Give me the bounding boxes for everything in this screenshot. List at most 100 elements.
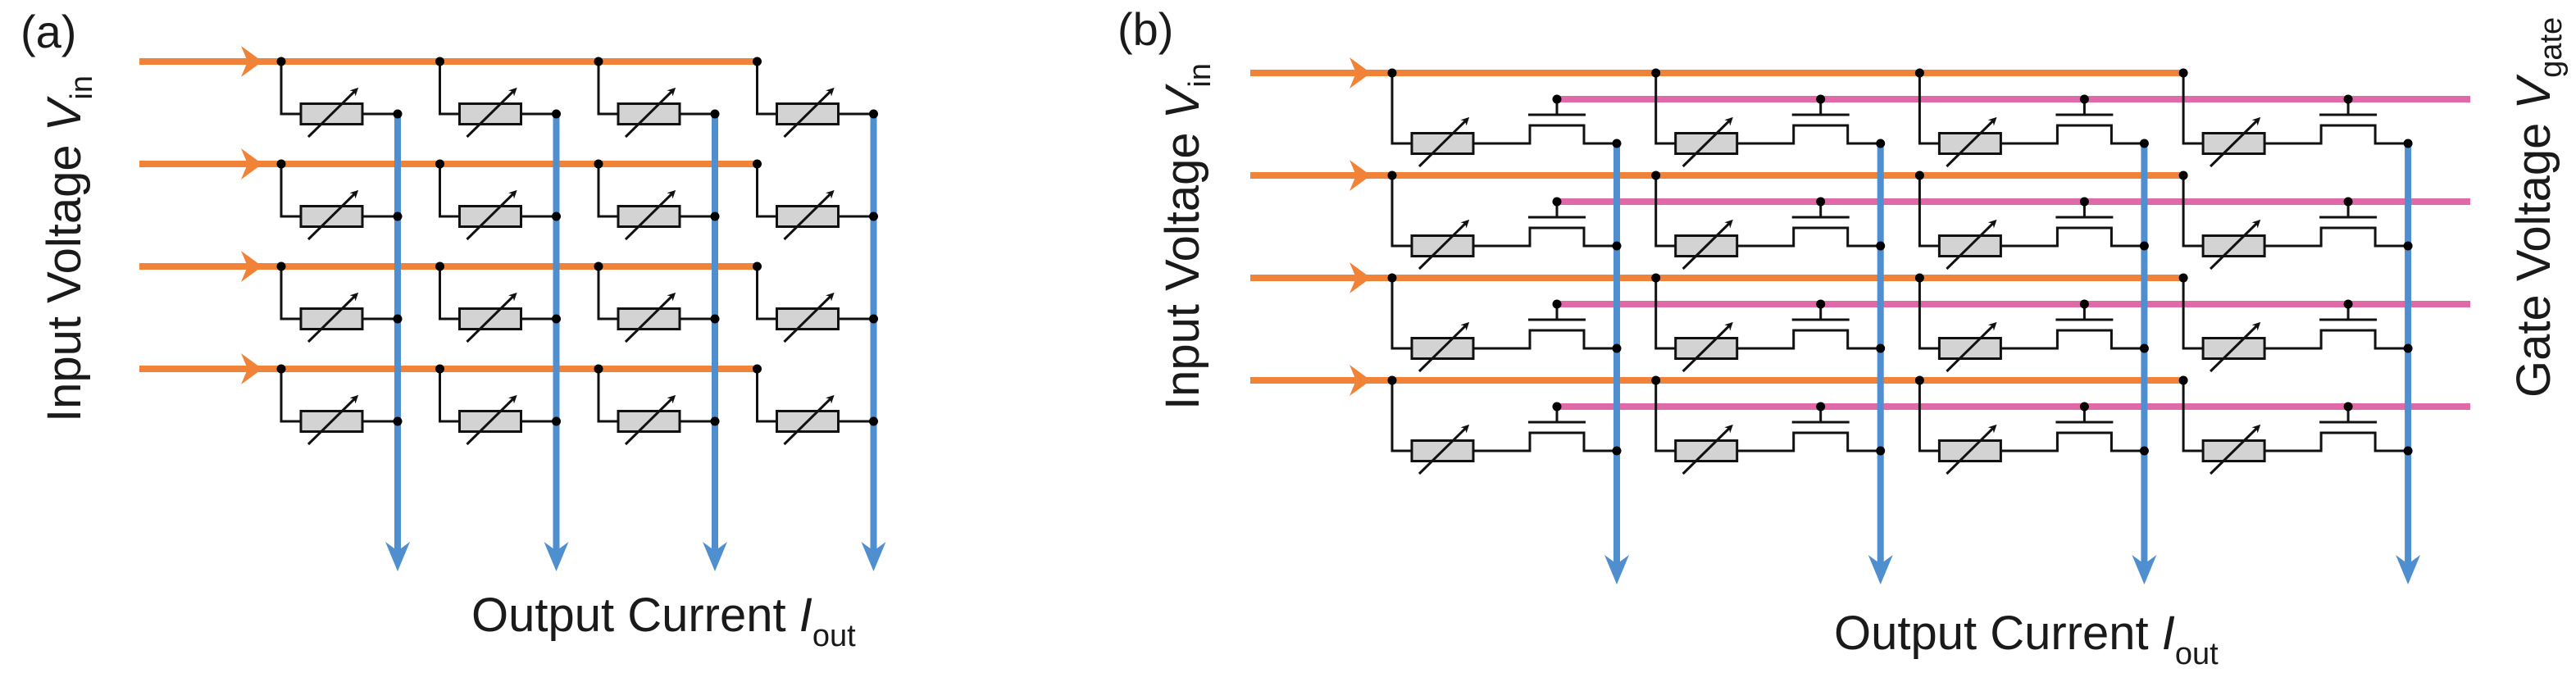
output-arrow-icon xyxy=(703,542,727,571)
gate-node xyxy=(2343,197,2353,207)
junction-node xyxy=(869,314,878,324)
junction-node xyxy=(2178,375,2188,385)
transistor-channel xyxy=(2264,431,2409,452)
cell-wire xyxy=(439,164,460,218)
memristor xyxy=(776,189,840,241)
transistor-icon xyxy=(1473,94,1617,145)
transistor-icon xyxy=(1473,197,1617,248)
junction-node xyxy=(2403,446,2413,456)
transistor-channel xyxy=(1736,329,1881,350)
output-arrow-icon xyxy=(861,542,886,571)
cell-wire xyxy=(2182,278,2204,350)
junction-node xyxy=(552,416,561,426)
memristor xyxy=(1410,219,1475,271)
transistor-icon xyxy=(2264,94,2409,145)
cell-wire xyxy=(1390,278,1412,350)
junction-node xyxy=(2403,139,2413,148)
variable-arrow-icon xyxy=(783,394,835,446)
junction-node xyxy=(2139,446,2149,456)
variable-arrow-icon xyxy=(1418,116,1470,168)
variable-arrow-icon xyxy=(624,189,676,241)
transistor-channel xyxy=(2000,329,2145,350)
memristor xyxy=(1937,219,2002,271)
junction-node xyxy=(435,364,444,374)
gate-node xyxy=(2079,402,2089,411)
memristor xyxy=(776,394,840,446)
transistor-channel xyxy=(2264,124,2409,145)
memristor xyxy=(299,87,364,139)
output-arrow-icon xyxy=(2396,555,2421,584)
junction-node xyxy=(1612,446,1622,456)
junction-node xyxy=(1914,68,1924,78)
junction-node xyxy=(276,364,286,374)
panel-b-label: (b) xyxy=(1117,3,1173,55)
crossbar-cell xyxy=(1654,175,1881,271)
junction-node xyxy=(1387,375,1397,385)
junction-node xyxy=(710,109,720,119)
variable-arrow-icon xyxy=(466,292,517,343)
gate-node xyxy=(1816,94,1826,104)
variable-arrow-icon xyxy=(466,87,517,139)
panel-b-input-voltage-label: Input Voltage Vin xyxy=(1156,63,1217,410)
resistor-body xyxy=(776,410,840,433)
cell-wire xyxy=(597,369,618,423)
memristor xyxy=(2201,424,2266,475)
cell-wire xyxy=(1918,175,1940,248)
junction-node xyxy=(276,57,286,66)
junction-node xyxy=(869,416,878,426)
variable-arrow-icon xyxy=(307,292,359,343)
junction-node xyxy=(2178,170,2188,180)
variable-arrow-icon xyxy=(466,189,517,241)
junction-node xyxy=(594,364,603,374)
cell-wire xyxy=(280,164,301,218)
crossbar-cell xyxy=(756,61,874,139)
panel-a: (a) Input Voltage Vin Output Current Iou… xyxy=(20,6,886,653)
memristor xyxy=(2201,116,2266,168)
junction-node xyxy=(1612,343,1622,353)
junction-node xyxy=(552,109,561,119)
junction-node xyxy=(1876,139,1886,148)
crossbar-cell xyxy=(1918,278,2145,373)
variable-arrow-icon xyxy=(1418,424,1470,475)
output-arrow-icon xyxy=(1604,555,1629,584)
transistor-icon xyxy=(2264,402,2409,452)
crossbar-cell xyxy=(1654,278,1881,373)
junction-node xyxy=(276,261,286,271)
output-arrow-icon xyxy=(2132,555,2157,584)
variable-arrow-icon xyxy=(1682,219,1733,271)
resistor-body xyxy=(299,205,364,228)
crossbar-cell xyxy=(439,61,557,139)
crossbar-cell xyxy=(756,266,874,343)
crossbar-cell xyxy=(2182,73,2409,168)
variable-arrow-icon xyxy=(1946,424,1997,475)
cell-wire xyxy=(439,61,460,116)
junction-node xyxy=(1914,375,1924,385)
crossbar-cell xyxy=(439,369,557,446)
gate-node xyxy=(1552,197,1562,207)
crossbar-cell xyxy=(439,164,557,241)
variable-arrow-icon xyxy=(1946,116,1997,168)
variable-arrow-icon xyxy=(783,87,835,139)
junction-node xyxy=(435,57,444,66)
memristor xyxy=(1410,116,1475,168)
cell-wire xyxy=(280,61,301,116)
junction-node xyxy=(435,261,444,271)
input-arrow-icon xyxy=(1349,262,1371,293)
junction-node xyxy=(869,109,878,119)
cell-wire xyxy=(439,266,460,321)
input-arrow-icon xyxy=(241,148,262,180)
output-arrow-icon xyxy=(544,542,569,571)
junction-node xyxy=(1914,273,1924,283)
transistor-channel xyxy=(2264,329,2409,350)
gate-node xyxy=(1552,94,1562,104)
variable-arrow-icon xyxy=(1682,116,1733,168)
memristor xyxy=(299,189,364,241)
variable-arrow-icon xyxy=(1946,219,1997,271)
crossbar-cell xyxy=(1390,73,1617,168)
memristor xyxy=(1410,424,1475,475)
memristor xyxy=(1674,219,1739,271)
transistor-icon xyxy=(1473,402,1617,452)
variable-arrow-icon xyxy=(307,394,359,446)
junction-node xyxy=(1914,170,1924,180)
